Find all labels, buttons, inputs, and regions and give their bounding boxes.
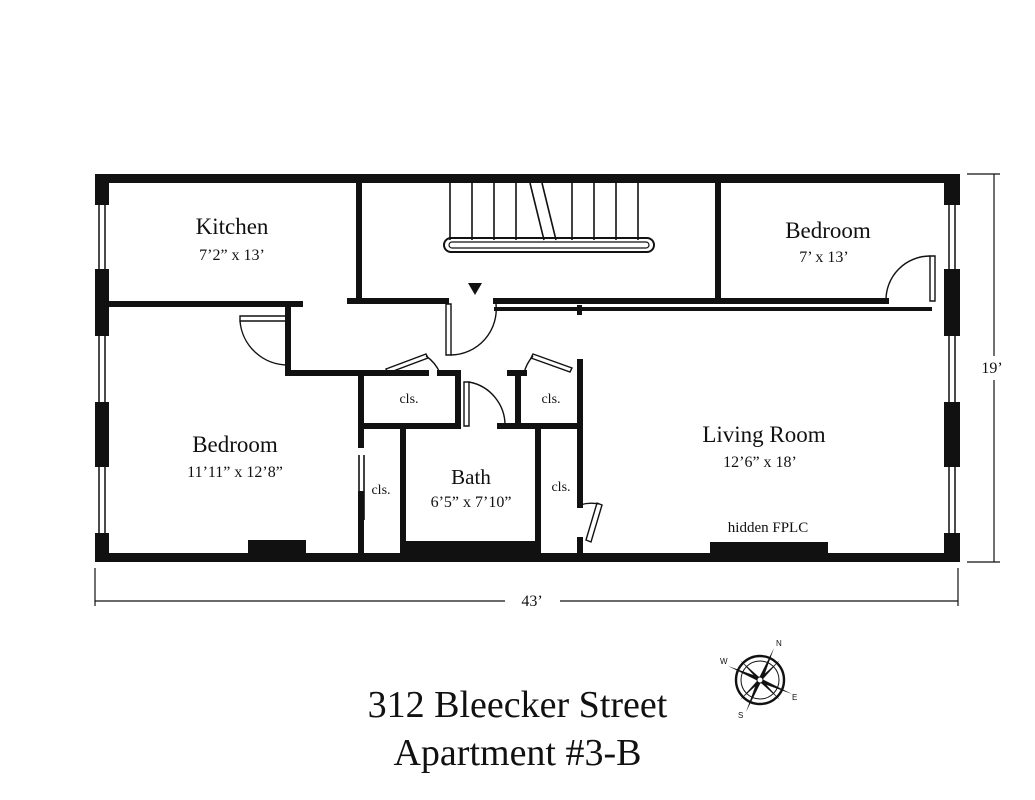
doors [239,255,936,543]
room-labels: Kitchen 7’2” x 13’ Bedroom 7’ x 13’ Bedr… [187,214,871,536]
room-name-bedroom-large: Bedroom [192,432,278,457]
dimension-height-label: 19’ [981,360,1002,377]
window-right-1 [943,205,961,269]
compass-e: E [792,693,797,702]
room-dims-bath: 6’5” x 7’10” [431,494,512,511]
room-name-bath: Bath [451,465,491,489]
radiator [248,540,306,553]
dimension-height [967,173,1000,563]
bath-fixture [403,541,538,553]
fireplace-label: hidden FPLC [728,520,808,536]
room-name-living-room: Living Room [702,422,825,447]
title-apartment: Apartment #3-B [393,732,642,774]
door-closet4[interactable] [579,502,603,543]
dimension-width [94,568,959,606]
closet-label-3: cls. [371,483,390,498]
stair-arrow-icon [468,283,482,295]
compass-icon: N E S W [720,639,797,720]
door-closet2[interactable] [523,353,573,374]
dimension-width-label: 43’ [521,593,542,610]
window-left-2 [94,336,110,402]
closet-label-2: cls. [541,392,560,407]
window-right-3 [943,467,961,533]
wall-bottom [95,553,960,562]
room-dims-bedroom-large: 11’11” x 12’8” [187,464,283,481]
title-address: 312 Bleecker Street [367,684,668,726]
window-left-3 [94,467,110,533]
closet-label-4: cls. [551,480,570,495]
closet-label-1: cls. [399,392,418,407]
window-left-1 [94,205,110,269]
room-dims-bedroom-small: 7’ x 13’ [799,249,848,266]
fireplace [710,542,828,553]
door-bedroom-small[interactable] [885,255,936,302]
room-name-bedroom-small: Bedroom [785,218,871,243]
wall-top [95,174,960,183]
door-bath[interactable] [463,381,506,427]
room-dims-kitchen: 7’2” x 13’ [199,247,265,264]
compass-s: S [738,711,743,720]
compass-n: N [776,639,782,648]
door-closet3-sliding[interactable] [358,455,365,520]
stairs [443,182,655,253]
wall-nib [577,305,582,315]
compass-w: W [720,657,728,666]
room-name-kitchen: Kitchen [196,214,269,239]
door-entry[interactable] [445,303,497,356]
door-closet1[interactable] [385,353,441,374]
interior-walls [106,180,932,556]
door-bedroom-large[interactable] [239,315,289,366]
windows [94,205,961,533]
window-right-2 [943,336,961,402]
room-dims-living-room: 12’6” x 18’ [723,454,797,471]
